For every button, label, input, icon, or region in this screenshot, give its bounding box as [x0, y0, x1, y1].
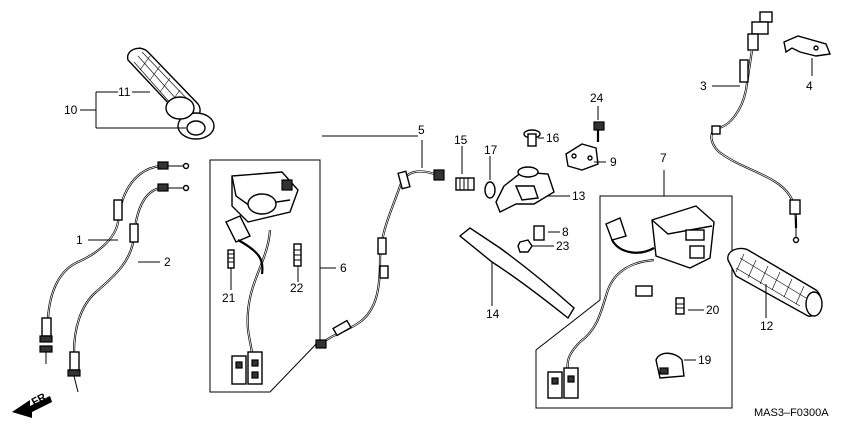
adjuster-15: 15	[454, 133, 475, 191]
throttle-grip	[126, 47, 215, 140]
label-20: 20	[706, 303, 720, 317]
callout-10-11: 10 11	[64, 85, 186, 129]
clamp-9: 9	[565, 143, 617, 171]
label-13: 13	[572, 189, 586, 203]
label-21: 21	[222, 291, 236, 305]
front-direction-arrow: FR.	[12, 390, 52, 418]
label-5: 5	[418, 123, 425, 137]
front-direction-label: FR.	[30, 390, 51, 409]
clutch-lever-14: 14	[458, 227, 575, 321]
label-19: 19	[698, 353, 712, 367]
band-19: 19	[655, 352, 712, 379]
label-6: 6	[340, 261, 347, 275]
label-10: 10	[64, 103, 78, 117]
throttle-cable-1	[39, 161, 190, 364]
label-12: 12	[760, 319, 774, 333]
label-2: 2	[164, 255, 171, 269]
label-8: 8	[562, 225, 569, 239]
label-4: 4	[806, 79, 813, 93]
screw-20: 20	[675, 297, 720, 317]
label-16: 16	[546, 131, 560, 145]
left-grip-12: 12	[727, 247, 823, 333]
clutch-cable-5: 5	[315, 123, 445, 349]
label-14: 14	[486, 307, 500, 321]
throttle-cable-2	[67, 183, 190, 393]
label-9: 9	[610, 155, 617, 169]
bracket-4: 4	[783, 35, 831, 93]
switch-8: 8	[533, 225, 569, 241]
nut-23: 23	[517, 239, 570, 253]
label-15: 15	[454, 133, 468, 147]
label-23: 23	[556, 239, 570, 253]
clutch-holder-13: 13	[495, 166, 586, 213]
switch-box-6	[209, 159, 321, 393]
label-17: 17	[484, 143, 498, 157]
label-22: 22	[290, 281, 304, 295]
switch-box-7: 7	[535, 151, 733, 409]
label-11: 11	[118, 85, 131, 99]
label-1: 1	[76, 233, 83, 247]
bolt-16: 16	[523, 129, 560, 147]
label-24: 24	[590, 91, 604, 105]
diagram-code: MAS3–F0300A	[754, 407, 829, 419]
bolt-24: 24	[590, 91, 605, 142]
label-7: 7	[660, 151, 667, 165]
label-3: 3	[700, 79, 707, 93]
screws-21-22: 21 22 6	[222, 243, 347, 305]
washer-17: 17	[484, 143, 498, 199]
callout-1-2: 1 2	[76, 233, 171, 269]
choke-cable-3: 3	[700, 11, 801, 244]
